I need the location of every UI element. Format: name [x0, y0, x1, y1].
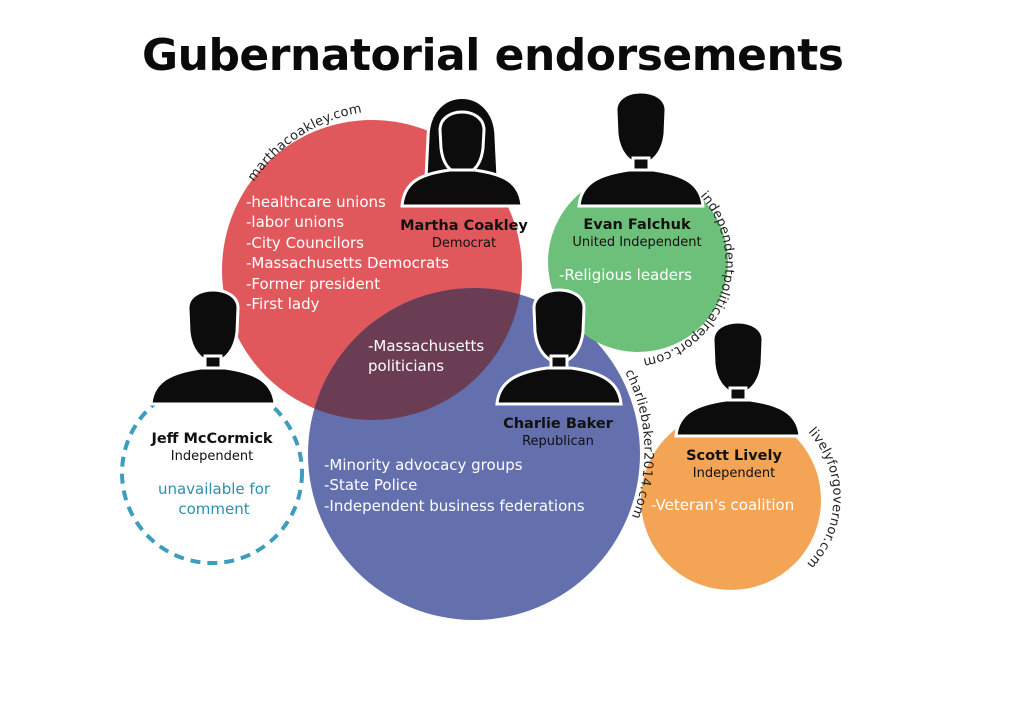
endorsement-item: -First lady — [246, 295, 320, 314]
lively-name-block: Scott Lively Independent — [668, 447, 800, 482]
falchuk-name-block: Evan Falchuk United Independent — [558, 216, 716, 251]
endorsement-item: -Massachusetts Democrats — [246, 254, 449, 273]
shared-endorsement-list: -Massachusetts politicians — [368, 336, 484, 377]
endorsement-item: -labor unions — [246, 213, 345, 232]
falchuk-circle — [548, 172, 728, 352]
endorsement-item: -Independent business federations — [324, 496, 585, 515]
lively-circle — [641, 410, 821, 590]
lively-name: Scott Lively — [686, 448, 782, 464]
endorsement-item: -State Police — [324, 476, 418, 495]
coakley-name: Martha Coakley — [400, 218, 528, 234]
baker-name: Charlie Baker — [503, 416, 613, 432]
coakley-endorsement-list: -healthcare unions -labor unions -City C… — [246, 192, 449, 314]
coakley-silhouette-icon — [400, 96, 524, 208]
lively-endorsement-list: -Veteran's coalition — [651, 495, 794, 515]
endorsement-item: -Massachusetts — [368, 337, 485, 355]
overlap-region — [308, 288, 522, 420]
mccormick-name-block: Jeff McCormick Independent — [130, 430, 294, 465]
mccormick-party: Independent — [170, 449, 254, 464]
status-line: comment — [178, 500, 250, 518]
mccormick-status: unavailable for comment — [134, 479, 294, 519]
status-line: unavailable for — [157, 480, 271, 498]
lively-party: Independent — [692, 466, 776, 481]
endorsement-item: -Minority advocacy groups — [324, 456, 523, 474]
page-title: Gubernatorial endorsements — [142, 30, 844, 81]
endorsement-item: -Religious leaders — [559, 266, 693, 284]
endorsement-item: -healthcare unions — [246, 193, 386, 211]
falchuk-endorsement-list: -Religious leaders — [559, 265, 692, 285]
endorsement-item: politicians — [368, 357, 445, 376]
baker-endorsement-list: -Minority advocacy groups -State Police … — [324, 455, 585, 516]
coakley-party: Democrat — [431, 236, 497, 251]
falchuk-name: Evan Falchuk — [583, 217, 691, 233]
mccormick-name: Jeff McCormick — [151, 431, 273, 447]
mccormick-dashed-circle — [120, 381, 304, 565]
endorsement-item: -City Councilors — [246, 233, 364, 252]
coakley-name-block: Martha Coakley Democrat — [392, 217, 536, 252]
falchuk-party: United Independent — [572, 235, 702, 250]
endorsement-item: -Veteran's coalition — [651, 496, 795, 514]
falchuk-silhouette-icon — [577, 90, 705, 208]
endorsement-item: -Former president — [246, 274, 381, 293]
baker-party: Republican — [522, 434, 594, 449]
baker-name-block: Charlie Baker Republican — [488, 415, 628, 450]
